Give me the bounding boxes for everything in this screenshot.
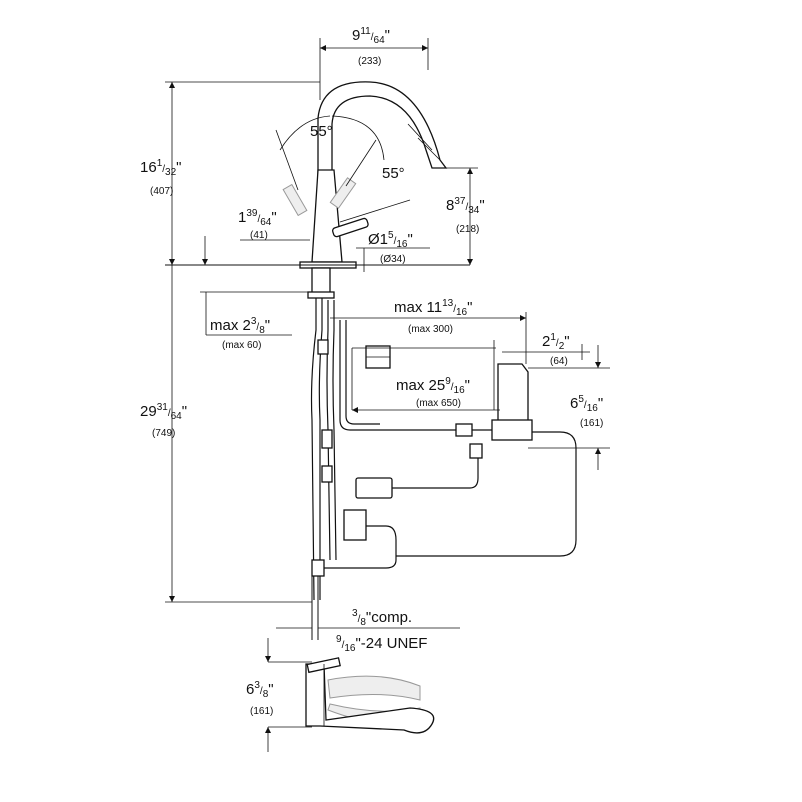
outlet-height-label: 837/34": [446, 196, 485, 216]
under-deck-assembly: [307, 267, 577, 640]
mixing-valve: [343, 509, 367, 541]
box-width-label: 21/2": [542, 332, 570, 352]
mounting-shank: [311, 267, 331, 295]
angle-left-label: 55°: [310, 123, 333, 140]
pullout-hose: [326, 300, 331, 561]
spout-top-outline: [305, 663, 435, 734]
overall-height-label: 161/32": [140, 158, 181, 178]
top-view-width-label: 63/8": [246, 680, 274, 700]
lever-ghost-left: [282, 183, 308, 217]
hose-clip-2: [321, 429, 333, 449]
deck-thickness-metric: (max 60): [222, 340, 261, 351]
box-distance-label: max 1113/16": [394, 298, 472, 318]
dimension-lines: [165, 38, 610, 629]
box-distance-metric: (max 300): [408, 324, 453, 335]
overall-height-metric: (407): [150, 186, 173, 197]
battery-cable: [392, 450, 479, 489]
control-valve: [491, 419, 533, 441]
base-diameter-label: Ø15/16": [368, 230, 413, 250]
lever-ghost-right: [329, 177, 357, 209]
base-diameter-metric: (Ø34): [380, 254, 406, 265]
below-deck-metric: (749): [152, 428, 175, 439]
battery-connector: [469, 443, 483, 459]
tee-connector: [311, 559, 325, 577]
mounting-nut: [307, 291, 335, 299]
cable-length-label: max 259/16": [396, 376, 470, 396]
cold-loop-hose: [320, 525, 397, 569]
deck-thickness-label: max 23/8": [210, 316, 270, 336]
hot-supply-hose: [396, 431, 577, 557]
hose-weight: [321, 465, 333, 483]
cable-length-metric: (max 650): [416, 398, 461, 409]
spout-reach-label: 911/64": [352, 26, 390, 46]
faucet-column: [311, 169, 343, 263]
hose-clip: [317, 339, 329, 355]
sensor-cable-2: [345, 320, 380, 425]
below-deck-label: 2931/64": [140, 402, 187, 422]
pullout-hose-inner: [332, 300, 337, 561]
unef-thread-label: 9/16"-24 UNEF: [336, 634, 427, 654]
top-view-width-metric: (161): [250, 706, 273, 717]
spout-ghost-upper: [327, 675, 421, 701]
supply-hose-left-inner: [318, 298, 323, 600]
valve-connector: [455, 423, 473, 437]
outlet-height-metric: (218): [456, 224, 479, 235]
box-width-metric: (64): [550, 356, 568, 367]
sensor-cable: [339, 320, 498, 431]
lever-height-label: 139/64": [238, 208, 277, 228]
battery-box: [355, 477, 393, 499]
supply-hose-left: [310, 298, 317, 601]
comp-connection-label: 3/8"comp.: [352, 608, 412, 628]
lever-handle: [331, 217, 369, 238]
box-height-label: 65/16": [570, 394, 603, 414]
arrowheads: [169, 45, 601, 733]
spout-reach-metric: (233): [358, 56, 381, 67]
angle-right-label: 55°: [382, 165, 405, 182]
box-height-metric: (161): [580, 418, 603, 429]
lever-height-metric: (41): [250, 230, 268, 241]
top-view: [267, 638, 435, 752]
